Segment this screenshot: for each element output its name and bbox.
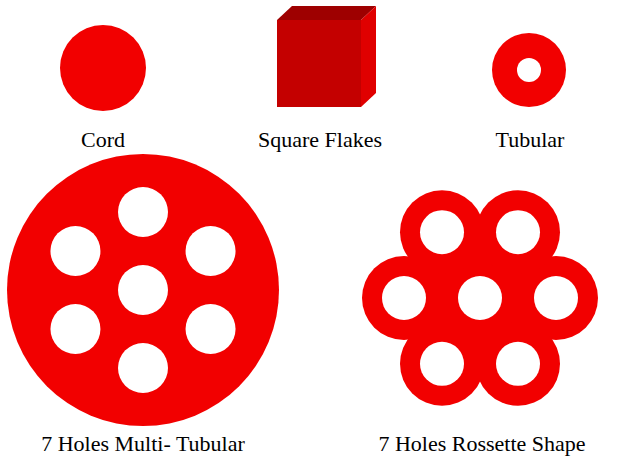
tubular-grain [492, 33, 566, 107]
rosette-grain [362, 190, 598, 406]
multi-tubular-label: 7 Holes Multi- Tubular [41, 432, 245, 456]
multi-tubular-grain [7, 154, 279, 426]
rosette-label: 7 Holes Rossette Shape [378, 432, 585, 456]
square-flake-grain [277, 6, 376, 107]
cord-label: Cord [81, 128, 125, 152]
cord-grain [60, 25, 146, 111]
square-flakes-label: Square Flakes [258, 128, 382, 152]
tubular-label: Tubular [496, 128, 565, 152]
